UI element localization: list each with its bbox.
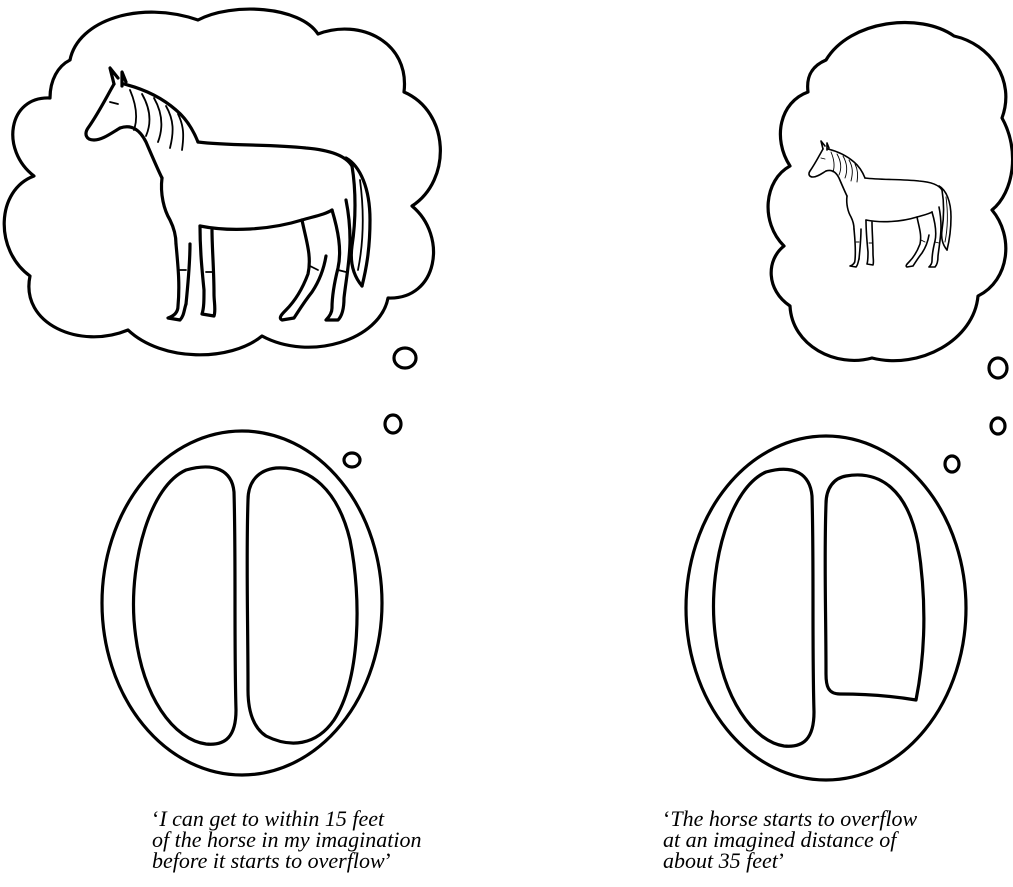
horse-icon <box>86 68 370 320</box>
thought-bubble-medium <box>385 415 401 433</box>
brain-icon <box>686 436 966 780</box>
horse-icon <box>809 141 951 267</box>
caption-line: about 35 feet’ <box>663 850 917 871</box>
left-caption: ‘I can get to within 15 feet of the hors… <box>152 808 421 871</box>
thought-bubble-small <box>945 456 959 472</box>
thought-bubble-large <box>394 348 416 368</box>
caption-line: ‘I can get to within 15 feet <box>152 808 421 829</box>
caption-line: ‘The horse starts to overflow <box>663 808 917 829</box>
thought-bubble-small <box>344 453 360 467</box>
right-panel <box>686 23 1013 781</box>
thought-cloud-icon <box>768 23 1013 361</box>
thought-cloud-icon <box>4 9 440 355</box>
caption-line: before it starts to overflow’ <box>152 850 421 871</box>
thought-bubble-medium <box>991 418 1005 434</box>
caption-line: at an imagined distance of <box>663 829 917 850</box>
left-panel <box>4 9 440 775</box>
thought-bubble-large <box>989 358 1007 378</box>
right-caption: ‘The horse starts to overflow at an imag… <box>663 808 917 871</box>
caption-line: of the horse in my imagination <box>152 829 421 850</box>
brain-icon <box>102 431 382 775</box>
